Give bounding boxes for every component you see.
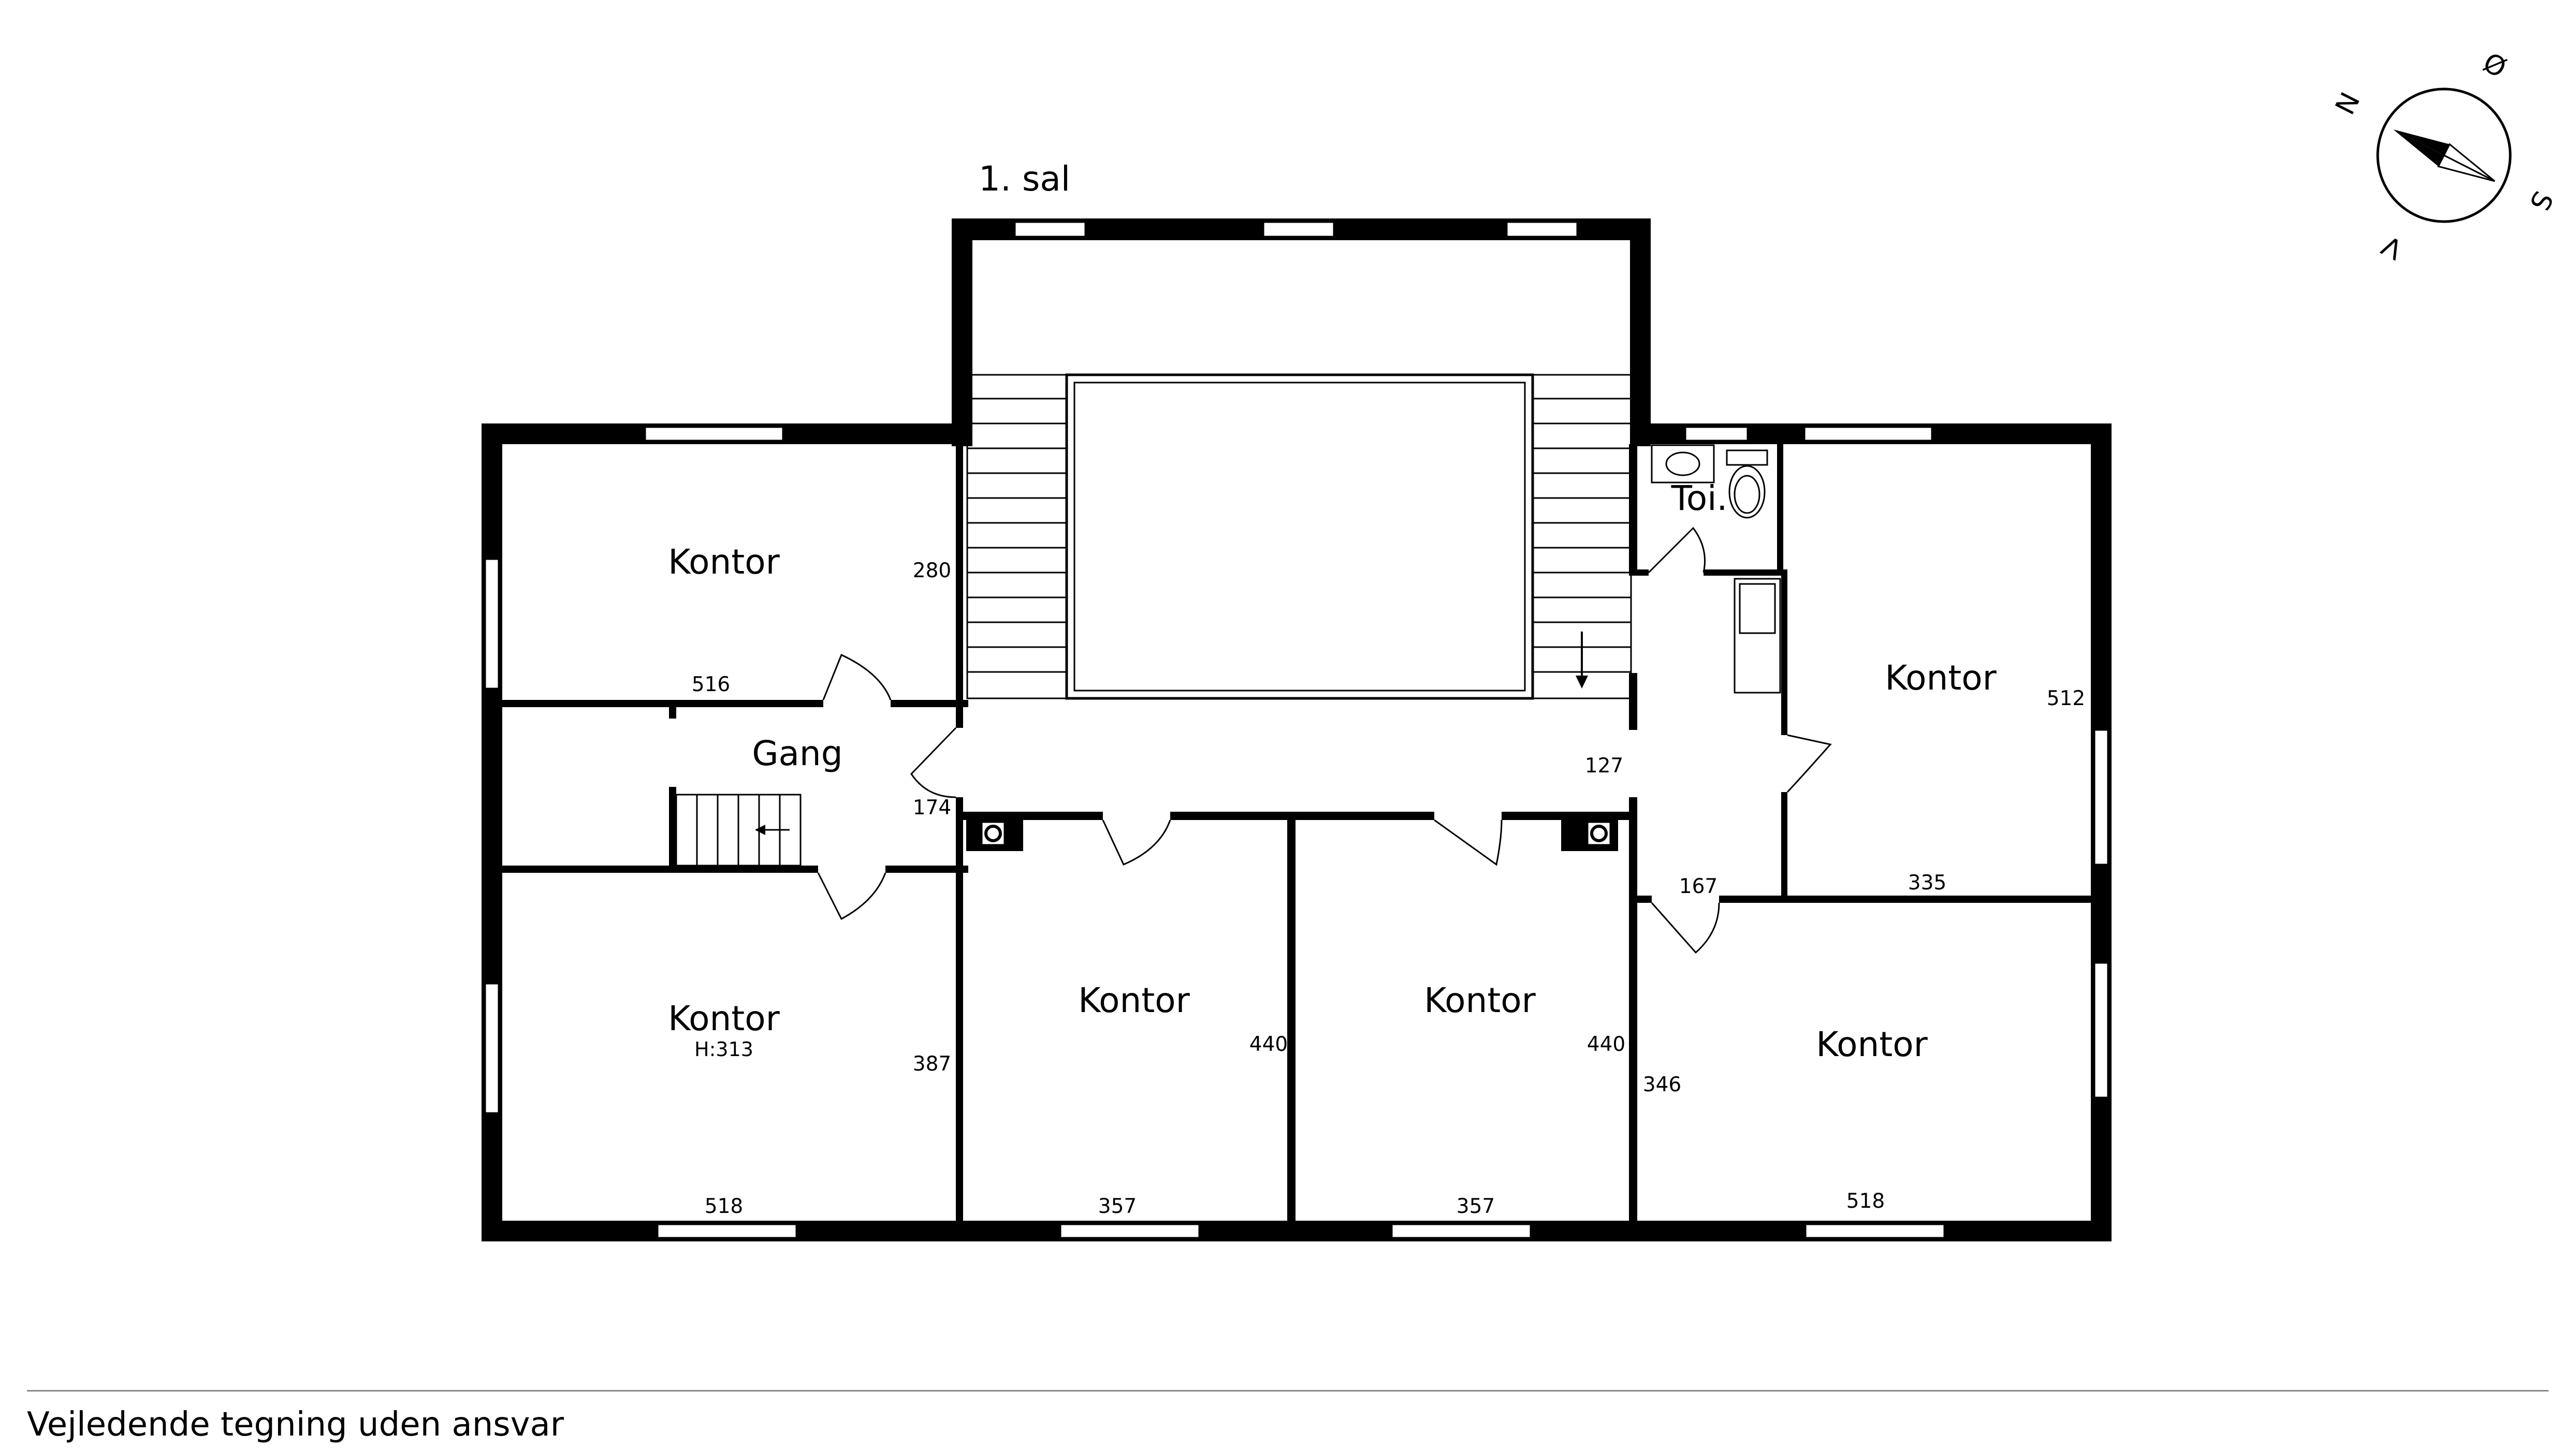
door-icon [1102,819,1171,866]
stair-arrow-icon [1576,632,1588,689]
chimney-icon [1587,821,1611,846]
floor-title: 1. sal [979,159,1070,199]
door-icon [1434,819,1503,866]
room-label: Toi. [1671,478,1728,518]
compass-east: Ø [2478,47,2511,84]
compass-north: N [2330,87,2366,120]
room-label: Kontor [1078,980,1190,1020]
door-icon [817,872,886,920]
kitchen-sink-icon [1734,578,1781,694]
dimension-label: 440 [1249,1033,1288,1056]
dimension-label: 516 [692,673,730,696]
atrium [952,218,1651,700]
room-label: Kontor [1816,1024,1928,1064]
doors [817,526,1832,954]
left-staircase [966,374,1068,699]
dimension-label: 167 [1679,875,1718,898]
room-label: Kontor [668,542,780,582]
door-icon [910,727,957,798]
door-icon [822,653,892,700]
dimension-label: 357 [1457,1195,1495,1218]
chimney-icon [981,821,1006,846]
footer-divider [27,1390,2549,1392]
dimension-label: 127 [1585,754,1623,778]
ceiling-height: H:313 [694,1038,753,1061]
dimension-label: 280 [913,559,951,582]
compass: N Ø S V [2330,47,2558,265]
dimension-label: 512 [2047,687,2085,710]
dimension-label: 387 [913,1052,951,1076]
room-label: Kontor [1424,980,1536,1020]
compass-west: V [2377,229,2407,265]
room-label: Kontor [668,999,780,1038]
door-icon [1648,526,1706,574]
windows [484,426,2109,1239]
dimension-label: 346 [1643,1073,1681,1096]
dimension-label: 440 [1587,1033,1625,1056]
dimension-label: 357 [1098,1195,1137,1218]
dimension-label: 174 [913,796,951,819]
right-staircase [1532,374,1632,699]
room-label: Kontor [1885,658,1997,698]
dimension-label: 518 [1846,1190,1885,1213]
compass-south: S [2523,186,2558,215]
door-icon [1786,734,1832,793]
dimension-label: 335 [1908,871,1946,895]
toilet-icon [1726,449,1768,519]
stair-arrow-icon [755,825,790,835]
sink-icon [1651,444,1715,484]
door-icon [1651,902,1720,954]
dimension-label: 518 [705,1195,743,1218]
disclaimer-text: Vejledende tegning uden ansvar [27,1406,564,1444]
room-label: Gang [752,734,842,773]
